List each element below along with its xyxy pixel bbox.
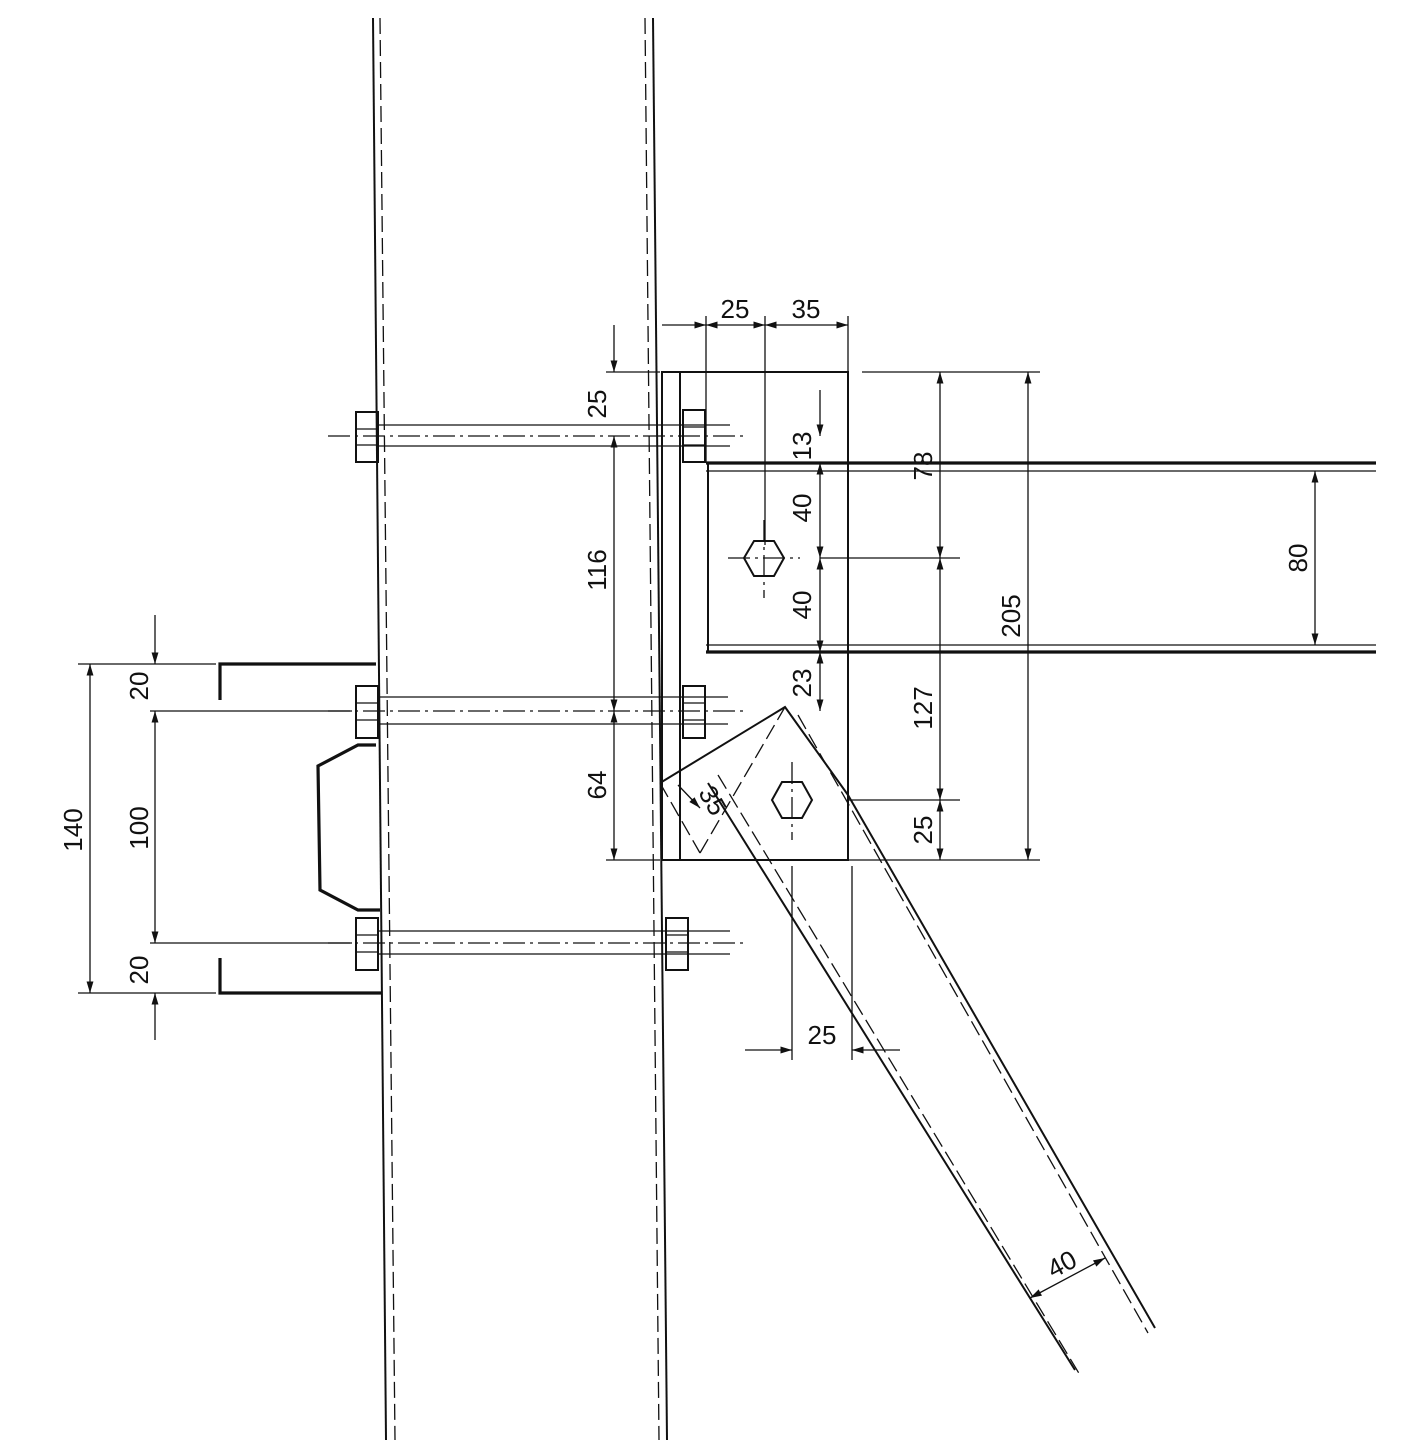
left-post bbox=[372, 17, 396, 1441]
dim-25-bottom: 25 bbox=[808, 1020, 837, 1050]
dim-25-right: 25 bbox=[908, 816, 938, 845]
hex-nut-upper bbox=[728, 520, 800, 598]
bolt-middle bbox=[328, 685, 745, 739]
dim-40-lower: 40 bbox=[787, 591, 817, 620]
dim-20-bottom: 20 bbox=[124, 956, 154, 985]
dim-top-35: 35 bbox=[792, 294, 821, 324]
dim-80: 80 bbox=[1283, 544, 1313, 573]
bolt-bottom bbox=[328, 917, 745, 971]
dim-left-25: 25 bbox=[582, 390, 612, 419]
bolt-top bbox=[328, 409, 745, 463]
dim-205: 205 bbox=[996, 594, 1026, 637]
dim-64: 64 bbox=[582, 771, 612, 800]
dim-40-brace: 40 bbox=[1042, 1244, 1082, 1284]
hat-section-profile bbox=[218, 662, 382, 995]
middle-post bbox=[644, 17, 668, 1441]
dim-127: 127 bbox=[908, 686, 938, 729]
dimension-lines bbox=[86, 321, 1319, 1299]
horizontal-beam bbox=[706, 461, 1376, 654]
hex-nut-lower bbox=[770, 762, 814, 840]
dim-116: 116 bbox=[582, 549, 612, 590]
extension-lines bbox=[78, 316, 1040, 1060]
dim-20-top: 20 bbox=[124, 672, 154, 701]
dim-100: 100 bbox=[124, 806, 154, 849]
dim-top-25: 25 bbox=[721, 294, 750, 324]
dim-140: 140 bbox=[58, 808, 88, 851]
dim-23: 23 bbox=[787, 669, 817, 698]
diagonal-brace bbox=[659, 705, 1156, 1376]
dim-78: 78 bbox=[908, 452, 938, 481]
dimension-labels: 25 35 25 13 40 40 23 78 127 25 205 80 11… bbox=[58, 294, 1313, 1284]
dim-40-upper: 40 bbox=[787, 494, 817, 523]
dim-13: 13 bbox=[787, 432, 817, 461]
